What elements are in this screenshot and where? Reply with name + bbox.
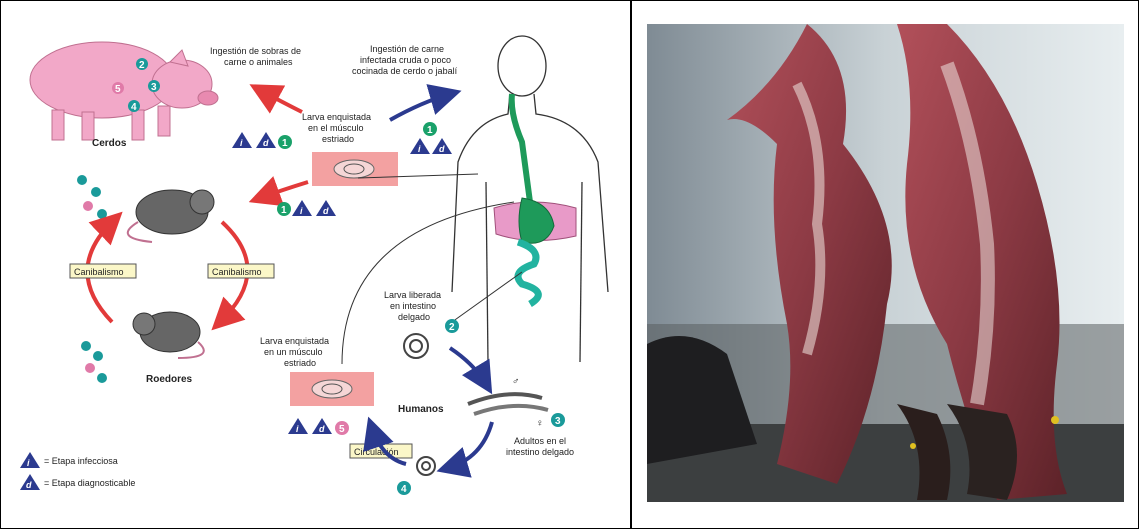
svg-text:5: 5 (339, 424, 345, 435)
pig-illustration: 2 3 5 4 (30, 42, 218, 140)
muscle-cyst-top (312, 152, 398, 186)
cannibalism-left-label: Canibalismo (74, 267, 124, 277)
svg-text:d: d (263, 138, 269, 148)
arrow-to-human (390, 94, 450, 120)
coiled-larva-bottom (417, 457, 435, 475)
svg-text:5: 5 (115, 84, 121, 95)
stage-badges-top-left: i d 1 (232, 132, 292, 149)
coiled-larva (404, 334, 428, 358)
larva-muscle-bottom-label: Larva enquistada en un músculo estriado (260, 336, 332, 368)
larva-released-label: Larva liberada en intestino delgado (384, 290, 444, 322)
panel-divider (630, 0, 632, 529)
ingestion-humans-label: Ingestión de carne infectada cruda o poc… (352, 44, 458, 76)
rodents-label: Roedores (146, 374, 193, 385)
stage-badges-bottom: i d 5 (288, 418, 349, 435)
adult-worms (468, 394, 548, 414)
arrow-to-pig (260, 90, 302, 112)
stage-badges-top-right: 1 i d (410, 122, 452, 154)
svg-text:d: d (319, 424, 325, 434)
stage-badges-mid: 1 i d (277, 200, 336, 216)
svg-text:3: 3 (151, 82, 157, 93)
adults-label: Adultos en el intestino delgado (506, 436, 574, 457)
stage-3-number: 3 (555, 416, 561, 427)
rat-bottom-illustration (81, 312, 204, 383)
larva-muscle-top-label: Larva enquistada en el músculo estriado (302, 112, 374, 144)
cannibalism-right-label: Canibalismo (212, 267, 262, 277)
stage-2-number: 2 (449, 322, 455, 333)
trichinella-life-cycle-diagram: 2 3 5 4 Cerdos Ingestión de sobras de ca… (2, 2, 628, 526)
arrow-to-rodent (260, 182, 308, 198)
rat-top-illustration (77, 175, 214, 242)
svg-text:1: 1 (282, 138, 288, 149)
svg-text:1: 1 (281, 205, 287, 216)
svg-text:d: d (439, 144, 445, 154)
stage-4-number: 4 (401, 484, 407, 495)
svg-text:1: 1 (427, 125, 433, 136)
esophagus (512, 94, 530, 202)
male-symbol: ♂ (512, 376, 520, 387)
legend-infective-icon (20, 452, 40, 468)
arrow-to-circulation (448, 422, 492, 468)
muscle-cyst-bottom (290, 372, 374, 406)
legend-infective-label: = Etapa infecciosa (44, 456, 118, 466)
svg-text:d: d (323, 206, 329, 216)
pigs-label: Cerdos (92, 138, 127, 149)
legend-diagnostic-label: = Etapa diagnosticable (44, 478, 135, 488)
svg-text:4: 4 (131, 102, 137, 113)
svg-text:2: 2 (139, 60, 145, 71)
humans-label: Humanos (398, 404, 444, 415)
hanging-carcass-photo (647, 24, 1124, 502)
ingestion-pigs-label: Ingestión de sobras de carne o animales (210, 46, 304, 67)
arrow-to-adults (450, 348, 486, 384)
svg-text:d: d (26, 480, 32, 490)
female-symbol: ♀ (536, 418, 544, 429)
legend: i = Etapa infecciosa d = Etapa diagnosti… (20, 452, 135, 490)
